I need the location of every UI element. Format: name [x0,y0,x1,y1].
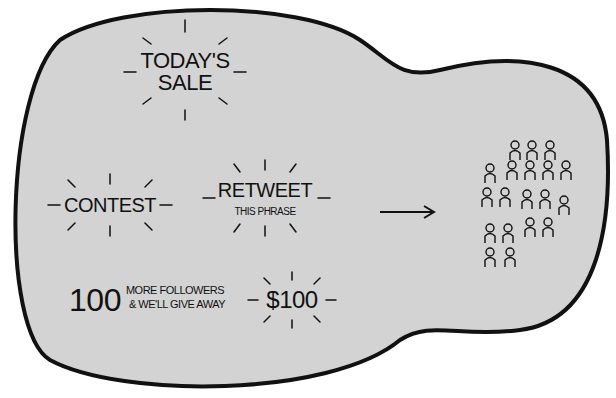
person-figure [540,190,550,209]
person-figure [543,218,553,237]
person-figure [485,164,495,183]
label-text: 100 [69,284,121,316]
person-figure [545,141,555,160]
label-text: & WE'LL GIVE AWAY [129,299,225,310]
person-figure [522,190,532,209]
sunburst-rays [48,20,336,328]
flow-arrow [380,206,434,218]
person-figure [559,196,569,215]
person-figure [482,188,492,207]
label-text: CONTEST [64,195,156,215]
person-figure [485,248,495,267]
person-figure [507,161,517,180]
blob-outline [15,10,608,386]
label-text: RETWEET [218,180,312,200]
label-text: THIS PHRASE [234,207,295,217]
label-text: $100 [266,288,317,312]
label-text: MORE FOLLOWERS [126,285,224,296]
person-figure [561,161,571,180]
crowd [482,141,571,267]
person-figure [485,224,495,243]
label-text: TODAY'S SALE [138,50,233,94]
person-figure [510,141,520,160]
person-figure [525,218,535,237]
person-figure [543,161,553,180]
person-figure [505,248,515,267]
person-figure [525,161,535,180]
person-figure [500,188,510,207]
person-figure [527,141,537,160]
person-figure [503,224,513,243]
